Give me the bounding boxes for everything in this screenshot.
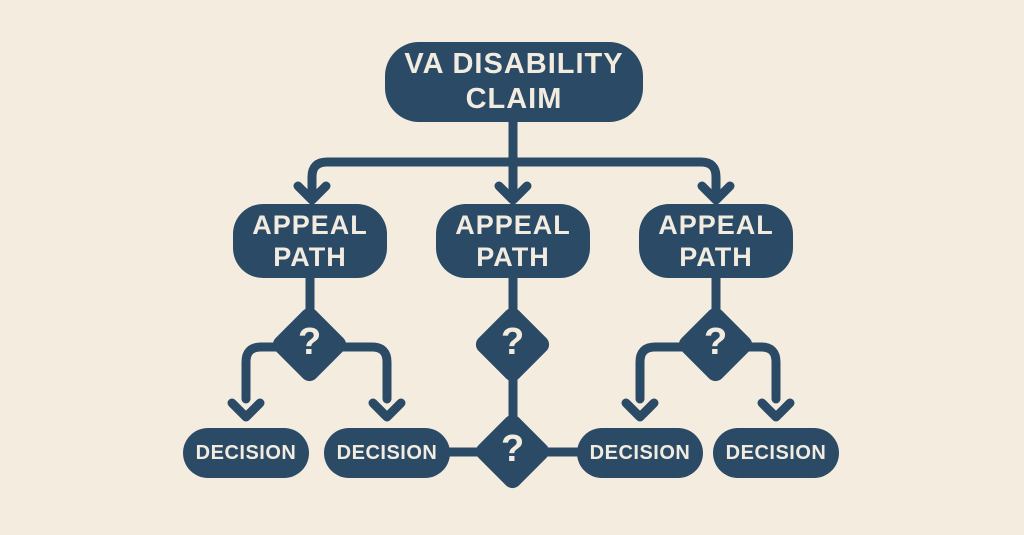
node-label: DECISION <box>589 441 691 464</box>
connector-diamond1-to-decision2 <box>313 342 392 404</box>
question-mark: ? <box>703 321 728 363</box>
node-label: APPEAL PATH <box>455 209 571 272</box>
connector-branch-right <box>508 157 721 195</box>
arrowhead-appeal-right <box>697 181 735 205</box>
connector-diamond3-to-decision4 <box>719 342 781 404</box>
node-label: APPEAL PATH <box>252 209 368 272</box>
node-label: VA DISABILITY CLAIM <box>404 47 624 115</box>
question-mark: ? <box>297 321 322 363</box>
arrowhead-decision2 <box>368 398 406 422</box>
node-label: DECISION <box>725 441 827 464</box>
node-appeal-path-3: APPEAL PATH <box>639 204 793 278</box>
arrowhead-appeal-left <box>293 181 331 205</box>
node-decision-4: DECISION <box>713 428 839 478</box>
node-label: DECISION <box>195 441 297 464</box>
arrowhead-appeal-middle <box>494 181 532 205</box>
arrowhead-decision3 <box>621 398 659 422</box>
connector-diamond1-to-decision1 <box>241 342 307 404</box>
node-va-disability-claim: VA DISABILITY CLAIM <box>385 42 643 122</box>
node-decision-1: DECISION <box>183 428 309 478</box>
connector-diamond3-to-decision3 <box>635 342 713 404</box>
node-decision-3: DECISION <box>577 428 703 478</box>
node-appeal-path-1: APPEAL PATH <box>233 204 387 278</box>
connector-branch-left <box>307 157 518 195</box>
node-decision-2: DECISION <box>324 428 450 478</box>
question-mark: ? <box>500 428 525 470</box>
node-appeal-path-2: APPEAL PATH <box>436 204 590 278</box>
node-label: DECISION <box>336 441 438 464</box>
node-label: APPEAL PATH <box>658 209 774 272</box>
arrowhead-decision1 <box>227 398 265 422</box>
question-mark: ? <box>500 321 525 363</box>
arrowhead-decision4 <box>757 398 795 422</box>
